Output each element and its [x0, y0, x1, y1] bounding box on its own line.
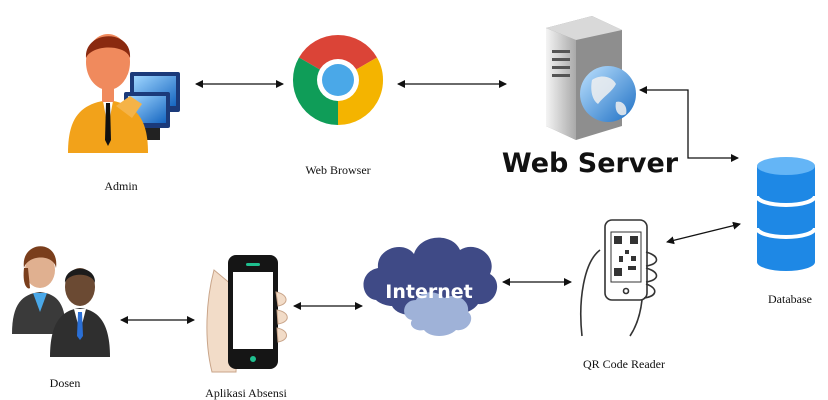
- smartphone-hand-icon: [206, 255, 288, 373]
- database-cylinder-icon: [755, 157, 817, 271]
- web-server-label: Web Server: [502, 148, 679, 179]
- server-globe-icon: [546, 16, 636, 140]
- web-browser-label: Web Browser: [305, 163, 370, 177]
- cloud-icon: [363, 237, 498, 336]
- arrow-database-qrreader: [666, 221, 741, 245]
- two-people-icon: [12, 246, 110, 357]
- qr-phone-icon: [580, 219, 658, 337]
- dosen-label: Dosen: [50, 376, 81, 390]
- internet-label: Internet: [385, 281, 472, 303]
- admin-computer-icon: [68, 34, 180, 153]
- arrow-server-database: [639, 86, 739, 162]
- chrome-browser-icon: [292, 34, 384, 126]
- database-label: Database: [768, 292, 812, 306]
- admin-label: Admin: [104, 179, 137, 193]
- connection-arrows: [120, 80, 741, 324]
- qr-code-reader-label: QR Code Reader: [583, 357, 665, 371]
- aplikasi-absensi-label: Aplikasi Absensi: [205, 386, 287, 400]
